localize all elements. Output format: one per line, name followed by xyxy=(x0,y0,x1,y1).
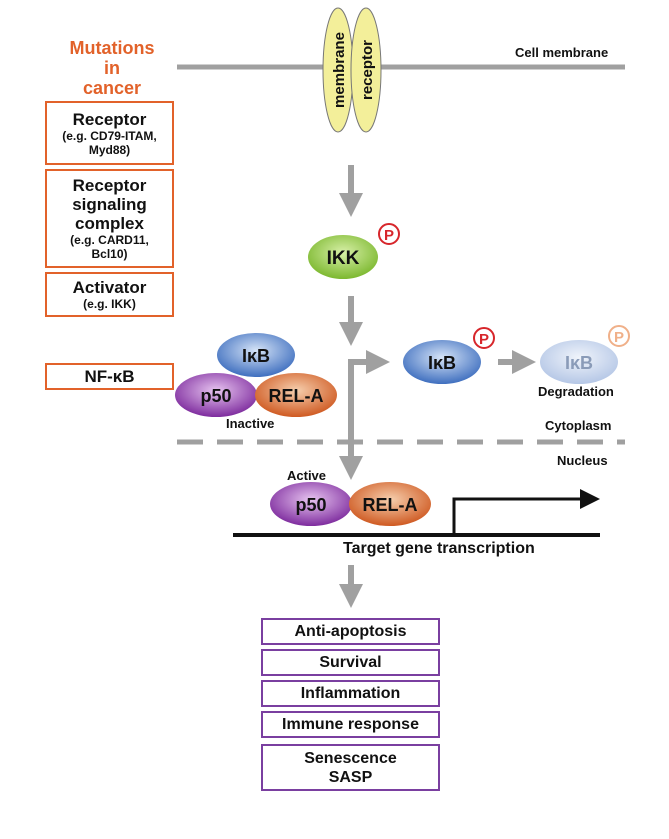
signaling-box-sub-1: (e.g. CARD11, xyxy=(70,233,149,247)
rela-label-inactive: REL-A xyxy=(269,386,324,406)
mutations-line-2: in xyxy=(104,58,120,78)
degraded-phospho-icon xyxy=(608,325,630,347)
ikb-node-degraded xyxy=(540,340,618,384)
active-label: Active xyxy=(287,468,327,483)
ikb-label-phospho: IκB xyxy=(428,353,456,373)
p50-node-inactive xyxy=(175,373,257,417)
signaling-box-title-2: signaling xyxy=(72,195,147,214)
receptor-word-1: membrane xyxy=(331,32,348,108)
p50-label-inactive: p50 xyxy=(200,386,231,406)
inactive-nfkb-complex xyxy=(175,333,337,417)
degraded-phospho-label: P xyxy=(614,329,624,346)
ikk-node xyxy=(308,235,378,279)
membrane-receptor: membrane receptor xyxy=(322,7,382,133)
outcome-anti-apoptosis: Anti-apoptosis xyxy=(261,618,440,645)
p50-node-active xyxy=(270,482,352,526)
outcome-immune-response: Immune response xyxy=(261,711,440,738)
ikk-phospho-label: P xyxy=(384,227,394,244)
signaling-box-title-1: Receptor xyxy=(72,176,147,195)
nfkb-box-title: NF-κB xyxy=(84,367,135,386)
ikb-node-inactive xyxy=(217,333,295,377)
signaling-box-sub-2: Bcl10) xyxy=(91,247,128,261)
receptor-box-title: Receptor xyxy=(72,109,147,129)
rela-label-active: REL-A xyxy=(363,495,418,515)
ikb-node-phospho xyxy=(403,340,481,384)
ikb-label-degraded: IκB xyxy=(565,353,593,373)
ikb-phospho-icon xyxy=(473,327,495,349)
ikb-phospho-label: P xyxy=(479,331,489,348)
transcription-arrowhead xyxy=(580,489,600,509)
nfkb-box: NF-κB xyxy=(45,363,174,390)
rela-node-inactive xyxy=(255,373,337,417)
p50-label-active: p50 xyxy=(295,495,326,515)
outcome-inflammation: Inflammation xyxy=(261,680,440,707)
receptor-word-2: receptor xyxy=(359,40,376,100)
cell-membrane-label: Cell membrane xyxy=(515,45,609,60)
mutations-line-1: Mutations xyxy=(69,38,155,58)
transcription-label: Target gene transcription xyxy=(343,540,535,557)
mutations-heading: Mutations in cancer xyxy=(52,38,172,98)
ikb-label-inactive: IκB xyxy=(242,346,270,366)
degradation-label: Degradation xyxy=(538,384,614,399)
receptor-box: Receptor (e.g. CD79-ITAM, Myd88) xyxy=(45,101,174,165)
activator-box-title: Activator xyxy=(72,278,147,297)
ikk-phospho-icon xyxy=(378,223,400,245)
outcome-senescence-sasp: Senescence SASP xyxy=(261,744,440,791)
activator-box: Activator (e.g. IKK) xyxy=(45,272,174,317)
activator-box-sub: (e.g. IKK) xyxy=(83,297,136,311)
signaling-box-title-3: complex xyxy=(75,214,144,233)
mutations-line-3: cancer xyxy=(82,78,142,98)
receptor-signaling-box: Receptor signaling complex (e.g. CARD11,… xyxy=(45,169,174,268)
receptor-box-sub-2: Myd88) xyxy=(88,142,131,157)
receptor-box-sub-1: (e.g. CD79-ITAM, xyxy=(62,128,157,143)
rela-node-active xyxy=(349,482,431,526)
transcription-start-arrow xyxy=(452,497,582,533)
nucleus-label: Nucleus xyxy=(557,453,608,468)
outcome-survival: Survival xyxy=(261,649,440,676)
arrow-branch-to-ikb xyxy=(348,350,390,460)
inactive-label: Inactive xyxy=(226,416,275,431)
cytoplasm-label: Cytoplasm xyxy=(545,418,612,433)
ikk-label: IKK xyxy=(327,248,360,269)
